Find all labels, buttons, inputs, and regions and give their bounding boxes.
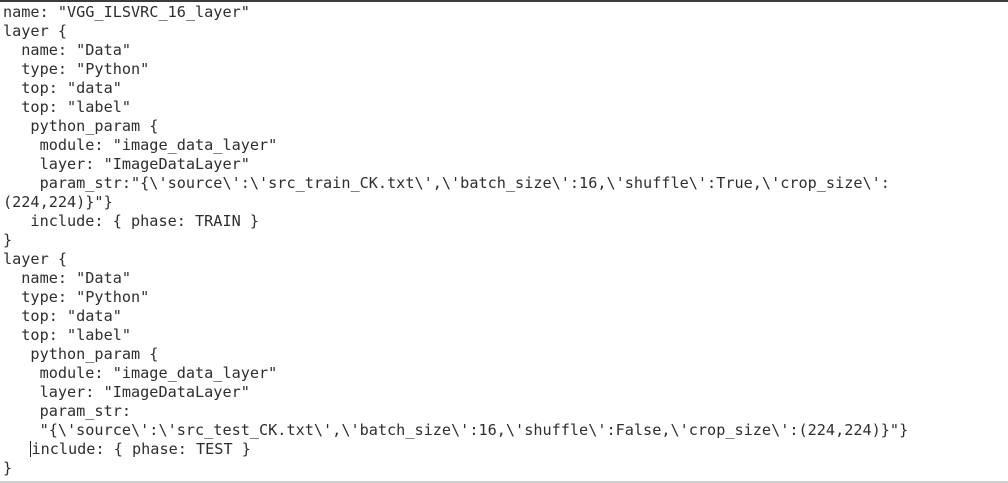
code-line-with-caret[interactable]: include: { phase: TEST }: [3, 440, 1008, 459]
code-line[interactable]: type: "Python": [3, 60, 150, 78]
code-line[interactable]: param_str:: [3, 402, 132, 420]
code-line[interactable]: layer: "ImageDataLayer": [3, 155, 250, 173]
code-line[interactable]: layer {: [3, 250, 68, 268]
window-top-border: [0, 0, 1008, 2]
code-line[interactable]: (224,224)}"}: [3, 193, 113, 211]
text-cursor: [30, 441, 32, 457]
code-line[interactable]: name: "Data": [3, 41, 132, 59]
code-line[interactable]: python_param {: [3, 345, 159, 363]
code-line[interactable]: layer: "ImageDataLayer": [3, 383, 250, 401]
code-line[interactable]: layer {: [3, 22, 68, 40]
caret-line-indent: [3, 440, 30, 458]
code-line[interactable]: python_param {: [3, 117, 159, 135]
caret-line-text: include: { phase: TEST }: [31, 440, 251, 458]
window-bottom-border: [0, 481, 1008, 483]
code-line[interactable]: top: "data": [3, 307, 122, 325]
code-line[interactable]: name: "VGG_ILSVRC_16_layer": [3, 3, 250, 21]
code-line[interactable]: type: "Python": [3, 288, 150, 306]
code-line[interactable]: }: [3, 459, 13, 477]
code-line[interactable]: include: { phase: TRAIN }: [3, 212, 260, 230]
code-line[interactable]: top: "data": [3, 79, 122, 97]
code-editor[interactable]: name: "VGG_ILSVRC_16_layer" layer { name…: [3, 3, 1008, 483]
code-line[interactable]: "{\'source\':\'src_test_CK.txt\',\'batch…: [3, 421, 909, 439]
code-line[interactable]: top: "label": [3, 326, 132, 344]
code-line[interactable]: param_str:"{\'source\':\'src_train_CK.tx…: [3, 174, 890, 192]
code-line[interactable]: }: [3, 231, 13, 249]
code-line[interactable]: module: "image_data_layer": [3, 364, 278, 382]
code-line[interactable]: top: "label": [3, 98, 132, 116]
code-line[interactable]: name: "Data": [3, 269, 132, 287]
code-line[interactable]: module: "image_data_layer": [3, 136, 278, 154]
